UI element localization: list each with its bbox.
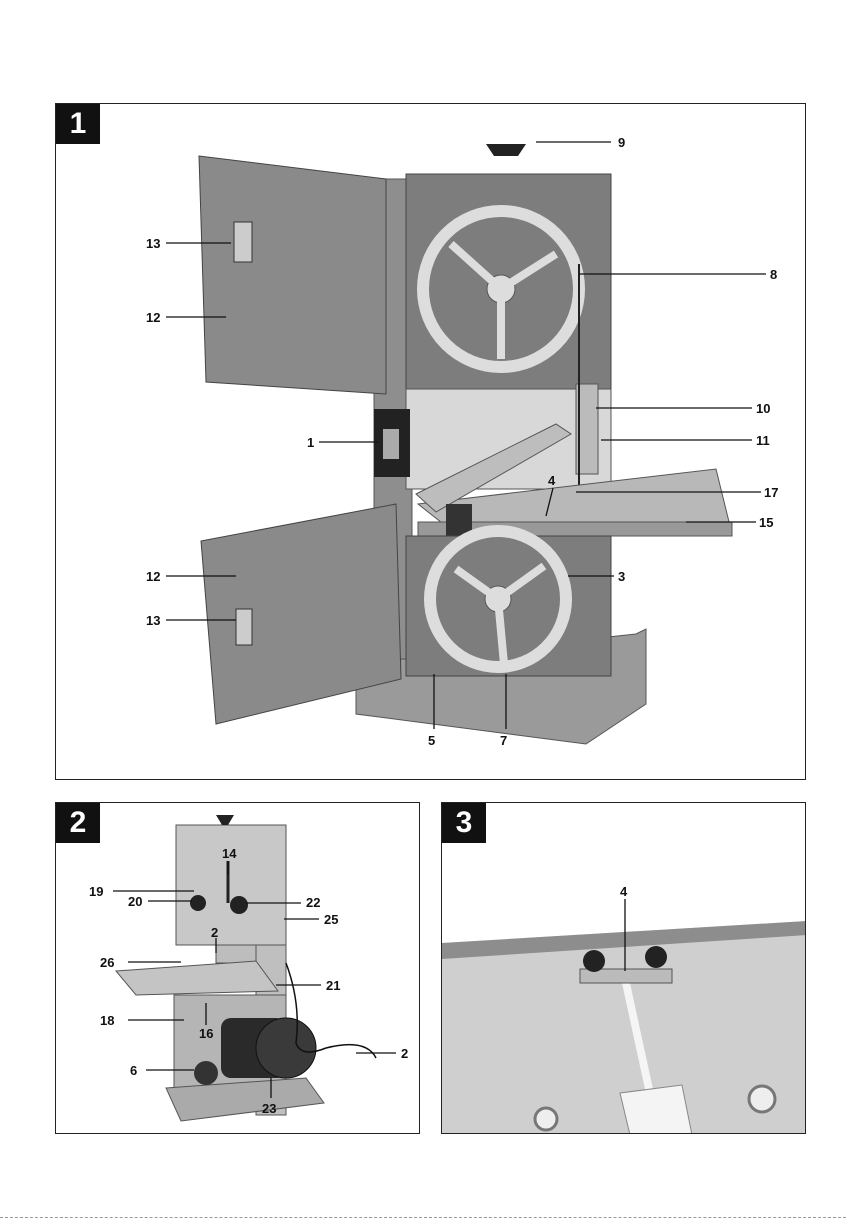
motor-fan-cover — [256, 1018, 316, 1078]
callout-14: 14 — [222, 846, 237, 861]
upper-door — [199, 156, 386, 394]
table-detail-illustration: 4 — [442, 803, 806, 1134]
page-bottom-rule — [0, 1217, 846, 1218]
bandsaw-rear-illustration: 14 19 22 20 25 2 26 21 18 16 2 6 23 — [56, 803, 420, 1134]
figure-3-panel: 3 4 — [441, 802, 806, 1134]
table-hole-right — [749, 1086, 775, 1112]
callout-3: 3 — [618, 569, 625, 584]
callout-10: 10 — [756, 401, 770, 416]
callout-13-upper: 13 — [146, 236, 160, 251]
upper-door-latch — [234, 222, 252, 262]
rear-upper-body — [176, 825, 286, 945]
switch-button — [383, 429, 399, 459]
callout-12-lower: 12 — [146, 569, 160, 584]
rear-knob-19 — [190, 895, 206, 911]
lower-door-latch — [236, 609, 252, 645]
rear-knob-22 — [230, 896, 248, 914]
callout-17: 17 — [764, 485, 778, 500]
callout-23: 23 — [262, 1101, 276, 1116]
table-hole-left — [535, 1108, 557, 1130]
dust-port — [194, 1061, 218, 1085]
rear-knob — [216, 815, 234, 825]
callout-18: 18 — [100, 1013, 114, 1028]
callout-9: 9 — [618, 135, 625, 150]
callout-6: 6 — [130, 1063, 137, 1078]
callout-16: 16 — [199, 1026, 213, 1041]
callout-5: 5 — [428, 733, 435, 748]
tension-knob — [486, 144, 526, 156]
callout-12-upper: 12 — [146, 310, 160, 325]
callout-26: 26 — [100, 955, 114, 970]
clamp-knob-left — [583, 950, 605, 972]
callout-7: 7 — [500, 733, 507, 748]
callout-4: 4 — [548, 473, 556, 488]
callout-2-lower: 2 — [401, 1046, 408, 1061]
callout-1: 1 — [307, 435, 314, 450]
callout-21: 21 — [326, 978, 340, 993]
callout-20: 20 — [128, 894, 142, 909]
callout-19: 19 — [89, 884, 103, 899]
bandsaw-front-illustration: 9 13 8 12 10 1 11 4 17 15 12 3 13 5 7 — [56, 104, 806, 780]
figure-2-panel: 2 14 19 — [55, 802, 420, 1134]
callout-22: 22 — [306, 895, 320, 910]
callout-11: 11 — [756, 433, 770, 448]
callout-8: 8 — [770, 267, 777, 282]
figure-1-panel: 1 — [55, 103, 806, 780]
clamp-knob-right — [645, 946, 667, 968]
callout-25: 25 — [324, 912, 338, 927]
rear-table — [116, 961, 278, 995]
callout-15: 15 — [759, 515, 773, 530]
callout-13-lower: 13 — [146, 613, 160, 628]
callout-2-upper: 2 — [211, 925, 218, 940]
callout-4-detail: 4 — [620, 884, 628, 899]
table-insert — [620, 1085, 692, 1134]
